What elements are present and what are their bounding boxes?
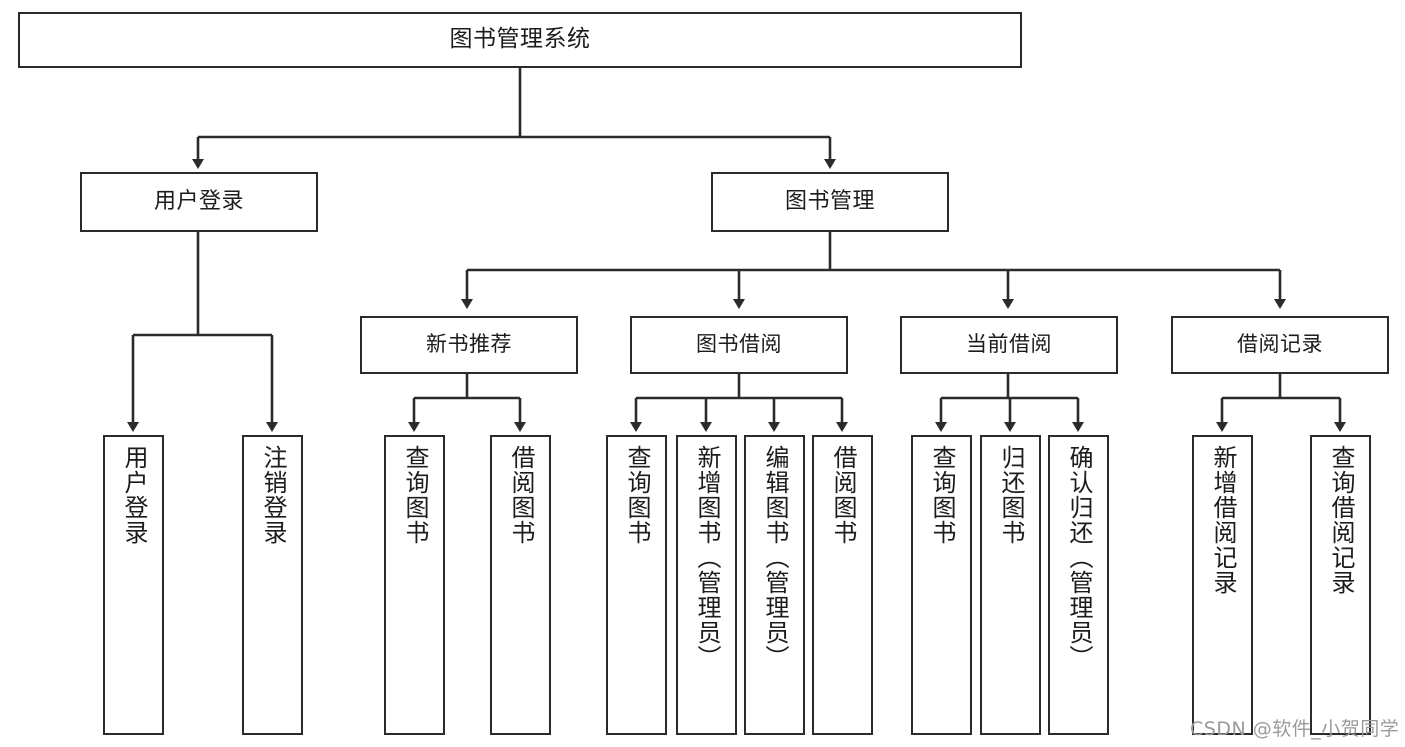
node-current-borrow-label: 当前借阅 <box>966 332 1052 357</box>
node-root[interactable]: 图书管理系统 <box>18 12 1022 68</box>
leaf-add-record-label: 新增借阅记录 <box>1208 445 1237 595</box>
csdn-watermark: CSDN @软件_小贺同学 <box>1190 718 1400 740</box>
leaf-borrow-book-2[interactable]: 借阅图书 <box>812 435 873 735</box>
leaf-add-book-label: 新增图书（管理员） <box>692 445 721 670</box>
leaf-borrow-book-1-label: 借阅图书 <box>506 445 535 545</box>
leaf-query-record-label: 查询借阅记录 <box>1326 445 1355 595</box>
leaf-return-book-label: 归还图书 <box>996 445 1025 545</box>
node-root-label: 图书管理系统 <box>449 26 591 53</box>
leaf-return-book[interactable]: 归还图书 <box>980 435 1041 735</box>
leaf-query-book-2[interactable]: 查询图书 <box>606 435 667 735</box>
node-borrow-record-label: 借阅记录 <box>1237 332 1323 357</box>
leaf-query-record[interactable]: 查询借阅记录 <box>1310 435 1371 735</box>
leaf-add-book[interactable]: 新增图书（管理员） <box>676 435 737 735</box>
node-current-borrow[interactable]: 当前借阅 <box>900 316 1118 374</box>
leaf-query-book-1[interactable]: 查询图书 <box>384 435 445 735</box>
leaf-user-login[interactable]: 用户登录 <box>103 435 164 735</box>
node-borrow-record[interactable]: 借阅记录 <box>1171 316 1389 374</box>
leaf-query-book-1-label: 查询图书 <box>400 445 429 545</box>
node-book-management[interactable]: 图书管理 <box>711 172 949 232</box>
leaf-query-book-3[interactable]: 查询图书 <box>911 435 972 735</box>
leaf-edit-book[interactable]: 编辑图书（管理员） <box>744 435 805 735</box>
leaf-edit-book-label: 编辑图书（管理员） <box>760 445 789 670</box>
leaf-query-book-3-label: 查询图书 <box>927 445 956 545</box>
leaf-confirm-return[interactable]: 确认归还（管理员） <box>1048 435 1109 735</box>
leaf-logout-login[interactable]: 注销登录 <box>242 435 303 735</box>
node-new-book-recommend-label: 新书推荐 <box>426 332 512 357</box>
leaf-borrow-book-1[interactable]: 借阅图书 <box>490 435 551 735</box>
node-book-borrow[interactable]: 图书借阅 <box>630 316 848 374</box>
node-new-book-recommend[interactable]: 新书推荐 <box>360 316 578 374</box>
node-book-management-label: 图书管理 <box>784 188 875 214</box>
leaf-query-book-2-label: 查询图书 <box>622 445 651 545</box>
leaf-user-login-label: 用户登录 <box>119 445 148 545</box>
leaf-borrow-book-2-label: 借阅图书 <box>828 445 857 545</box>
leaf-add-record[interactable]: 新增借阅记录 <box>1192 435 1253 735</box>
leaf-confirm-return-label: 确认归还（管理员） <box>1064 445 1093 670</box>
node-user-login[interactable]: 用户登录 <box>80 172 318 232</box>
node-book-borrow-label: 图书借阅 <box>696 332 782 357</box>
leaf-logout-login-label: 注销登录 <box>258 445 287 545</box>
node-user-login-label: 用户登录 <box>153 188 244 214</box>
